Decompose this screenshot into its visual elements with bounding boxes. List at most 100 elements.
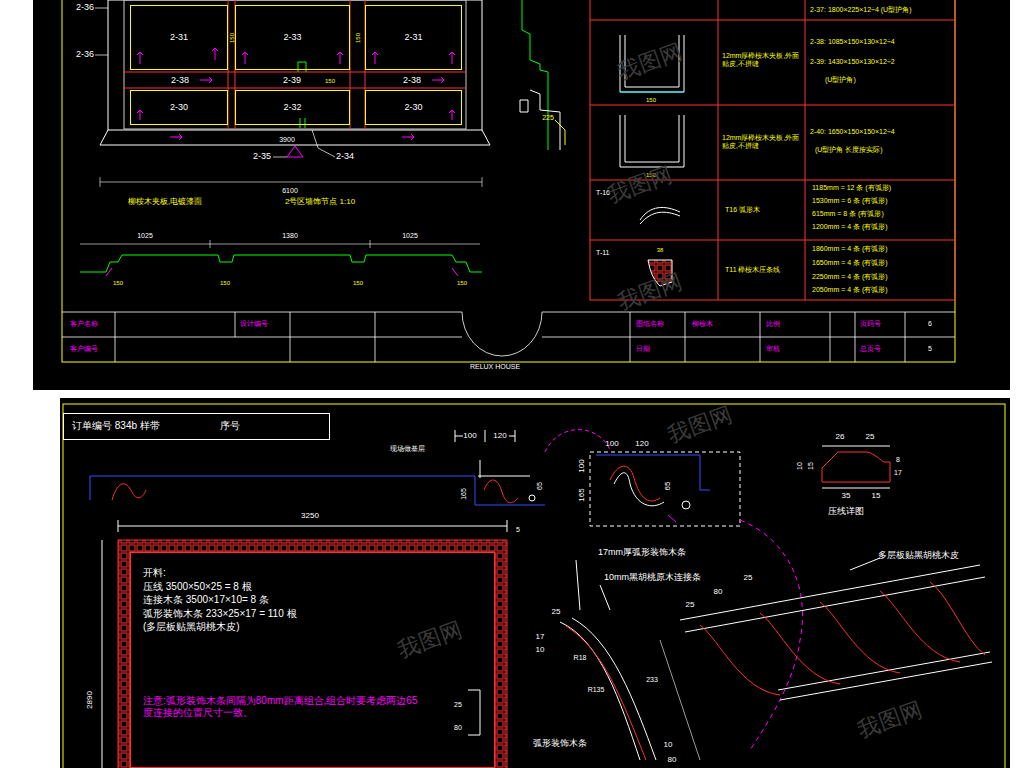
dimension: 150: [646, 97, 656, 104]
drawing-line: [520, 100, 528, 112]
table-cell: 2250mm = 4 条 (有弧形): [812, 273, 888, 281]
drawing-line: [455, 430, 515, 442]
drawing-line: [830, 312, 831, 362]
dimension: R18: [574, 654, 587, 662]
dimension: 15: [807, 462, 815, 470]
drawing-line: [620, 92, 684, 93]
drawing-line: [108, 0, 482, 130]
drawing-line: [478, 460, 530, 478]
drawing-line: [682, 501, 690, 509]
drawing-line: [337, 52, 343, 64]
drawing-line: [640, 212, 680, 224]
drawing-line: [33, 0, 1010, 390]
table-cell: 1650mm = 4 条 (有弧形): [812, 259, 888, 267]
title-block-cell: 5: [928, 345, 932, 353]
dimension: 25: [744, 574, 753, 583]
panel-box: 2-32: [235, 90, 350, 125]
drawing-line: [212, 48, 218, 60]
dimension: 150: [113, 280, 123, 287]
table-cell: 2-40: 1650×150×150×12÷4: [810, 128, 895, 136]
dimension: 17: [536, 633, 545, 642]
drawing-line: [660, 640, 700, 760]
sheet-frame: [63, 404, 1005, 768]
drawing-line: [522, 0, 548, 150]
table-cell: T11 榉桉木压条线: [725, 266, 801, 274]
drawing-line: [780, 662, 992, 700]
title-block-cell: 页码号: [860, 320, 881, 328]
drawing-line: [449, 110, 455, 120]
drawing-line: [620, 115, 684, 167]
drawing-line: [507, 520, 508, 532]
enlarged-detail: [545, 430, 803, 750]
title-block-cell: 柳桉木: [692, 320, 713, 328]
dimension: 80: [714, 588, 723, 597]
title-block-cell: 日期: [636, 345, 650, 353]
dimension: 100: [605, 440, 618, 449]
table-cell: 2-37: 1800×225×12÷4 (U型护角): [810, 6, 912, 14]
dimension: 65: [536, 482, 544, 490]
drawing-line: [590, 105, 955, 106]
drawing-line: [455, 436, 463, 437]
drawing-line: [462, 312, 542, 356]
drawing-line: [822, 488, 890, 489]
drawing-line: [90, 476, 91, 500]
title-block-cell: 图纸名称: [636, 320, 664, 328]
drawing-line: [62, 0, 955, 362]
dimension: 3900: [279, 136, 295, 144]
arc-strip-section: [560, 560, 700, 760]
callout-number: 2-39: [283, 76, 301, 86]
node-text: 压线 3500×50×25 = 8 根: [143, 581, 252, 594]
drawing-line: [449, 52, 455, 64]
drawing-line: [62, 312, 462, 313]
drawing-line: [600, 585, 610, 610]
dimension: 10: [664, 741, 673, 750]
title-block-cell: 客户名称: [70, 320, 98, 328]
part-name: 10mm黑胡桃原木连接条: [604, 573, 701, 583]
drawing-line: [760, 613, 840, 684]
title-block-cell: 6: [928, 320, 932, 328]
dimension: 100: [578, 459, 587, 472]
drawing-line: [124, 0, 466, 129]
node-text: (多层板贴黑胡桃木皮): [143, 621, 240, 634]
node-text: 2-31: [404, 32, 422, 43]
drawing-line: [468, 690, 480, 735]
node-text: 订单编号 834b 样带: [72, 420, 160, 433]
drawing-line: [80, 255, 482, 272]
drawing-line: [760, 312, 761, 362]
drawing-line: [60, 398, 1010, 768]
table-cell: 2-38: 1085×150×130×12÷4: [810, 38, 895, 46]
node-text: 2-33: [283, 32, 301, 43]
dimension: 10: [536, 646, 545, 655]
dimension: 120: [635, 440, 648, 449]
dimension: 8: [896, 456, 900, 464]
drawing-line: [375, 312, 376, 362]
drawing-line: [820, 602, 900, 673]
drawing-line: [312, 130, 335, 157]
wall-elevation: [100, 0, 490, 145]
drawing-line: [850, 558, 880, 570]
drawing-line: [210, 240, 211, 248]
drawing-line: [855, 312, 856, 362]
dimension: 3250: [301, 512, 319, 521]
title-box: 订单编号 834b 样带序号: [63, 413, 330, 440]
drawing-line: [668, 515, 676, 522]
drawing-line: [930, 582, 985, 655]
table-cell: 12mm厚榉桉木夹板,外面贴皮,不拼缝: [722, 134, 800, 149]
drawing-line: [778, 652, 990, 690]
drawing-line: [242, 52, 248, 64]
dimension: 65: [664, 482, 673, 491]
drawing-line: [402, 134, 414, 140]
frame-border: [118, 540, 507, 768]
plan-profile: [80, 255, 482, 276]
direction-arrows: [137, 48, 455, 157]
drawing-line: [740, 520, 803, 750]
drawing-line: [80, 244, 480, 245]
drawing-line: [124, 88, 466, 89]
drawing-line: [529, 495, 535, 501]
table-cell: 615mm = 8 条 (有弧形): [812, 210, 884, 218]
drawing-line: [118, 540, 507, 768]
dimension: 233: [646, 676, 658, 684]
note-text: 注意:弧形装饰木条间隔为80mm距离组合,组合时要考虑两边65度连接的位置尺寸一…: [143, 695, 423, 720]
drawing-line: [170, 134, 182, 140]
